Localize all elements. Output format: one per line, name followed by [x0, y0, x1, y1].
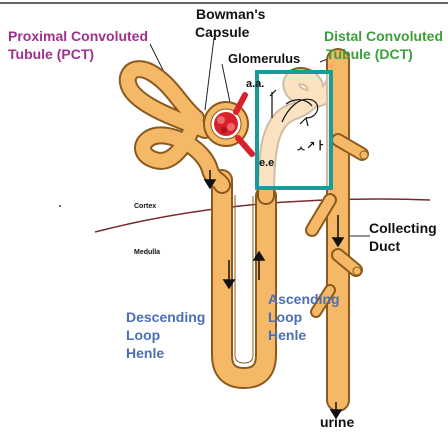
highlight-box — [257, 72, 331, 188]
collecting-label-line1: Collecting — [369, 220, 437, 236]
bowmans-label-line1: Bowman's — [196, 6, 265, 22]
medulla-label: Medulla — [134, 249, 160, 257]
proximal-label-line1: Proximal Convoluted — [8, 28, 148, 44]
urine-label: urine — [320, 414, 354, 430]
distal-label-line2: Tubule (DCT) — [326, 46, 413, 62]
handwritten-note: ᆺ↗ㅏ — [296, 140, 325, 153]
ascending-label-line1: Ascending — [268, 291, 340, 307]
stray-dot — [59, 205, 61, 207]
descending-label-line1: Descending — [126, 309, 205, 325]
ascending-label-line3: Henle — [268, 327, 306, 343]
glomerulus — [214, 112, 238, 136]
proximal-label-line2: Tubule (PCT) — [8, 46, 94, 62]
glomerulus-label: Glomerulus — [228, 52, 300, 67]
ascending-label-line2: Loop — [268, 309, 302, 325]
efferent-label: e.e — [259, 157, 274, 170]
distal-label-line1: Distal Convoluted — [324, 28, 443, 44]
collecting-label-line2: Duct — [369, 238, 400, 254]
bowmans-label-line2: Capsule — [195, 24, 249, 40]
descending-label-line3: Henle — [126, 345, 164, 361]
descending-label-line2: Loop — [126, 327, 160, 343]
afferent-label: a.a. — [246, 78, 264, 91]
cortex-label: Cortex — [134, 203, 156, 211]
